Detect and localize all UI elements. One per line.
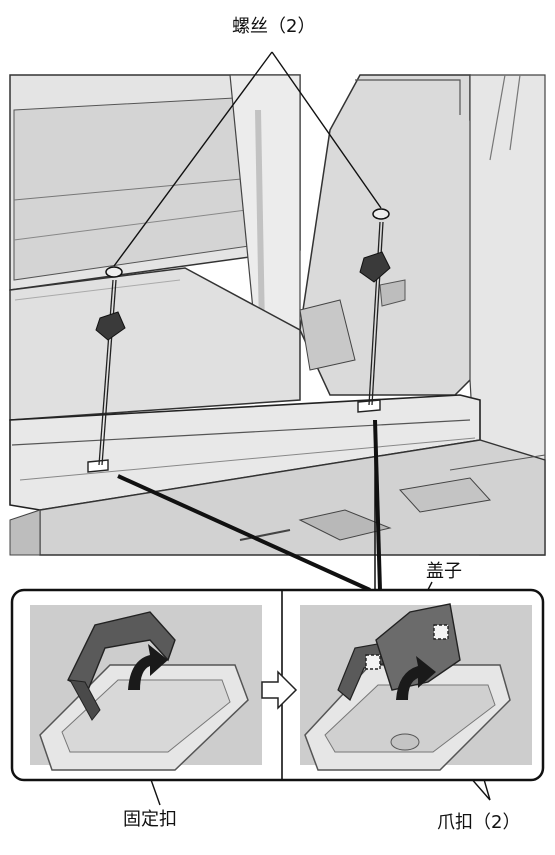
label-claws: 爪扣（2） xyxy=(437,808,520,834)
label-cover: 盖子 xyxy=(426,557,462,583)
inset-left-fastener-scene xyxy=(30,605,262,770)
label-fastener: 固定扣 xyxy=(123,805,177,831)
label-screws: 螺丝（2） xyxy=(232,12,315,38)
inset-right-cover-scene xyxy=(300,604,532,770)
cargo-area-scene xyxy=(10,75,545,555)
